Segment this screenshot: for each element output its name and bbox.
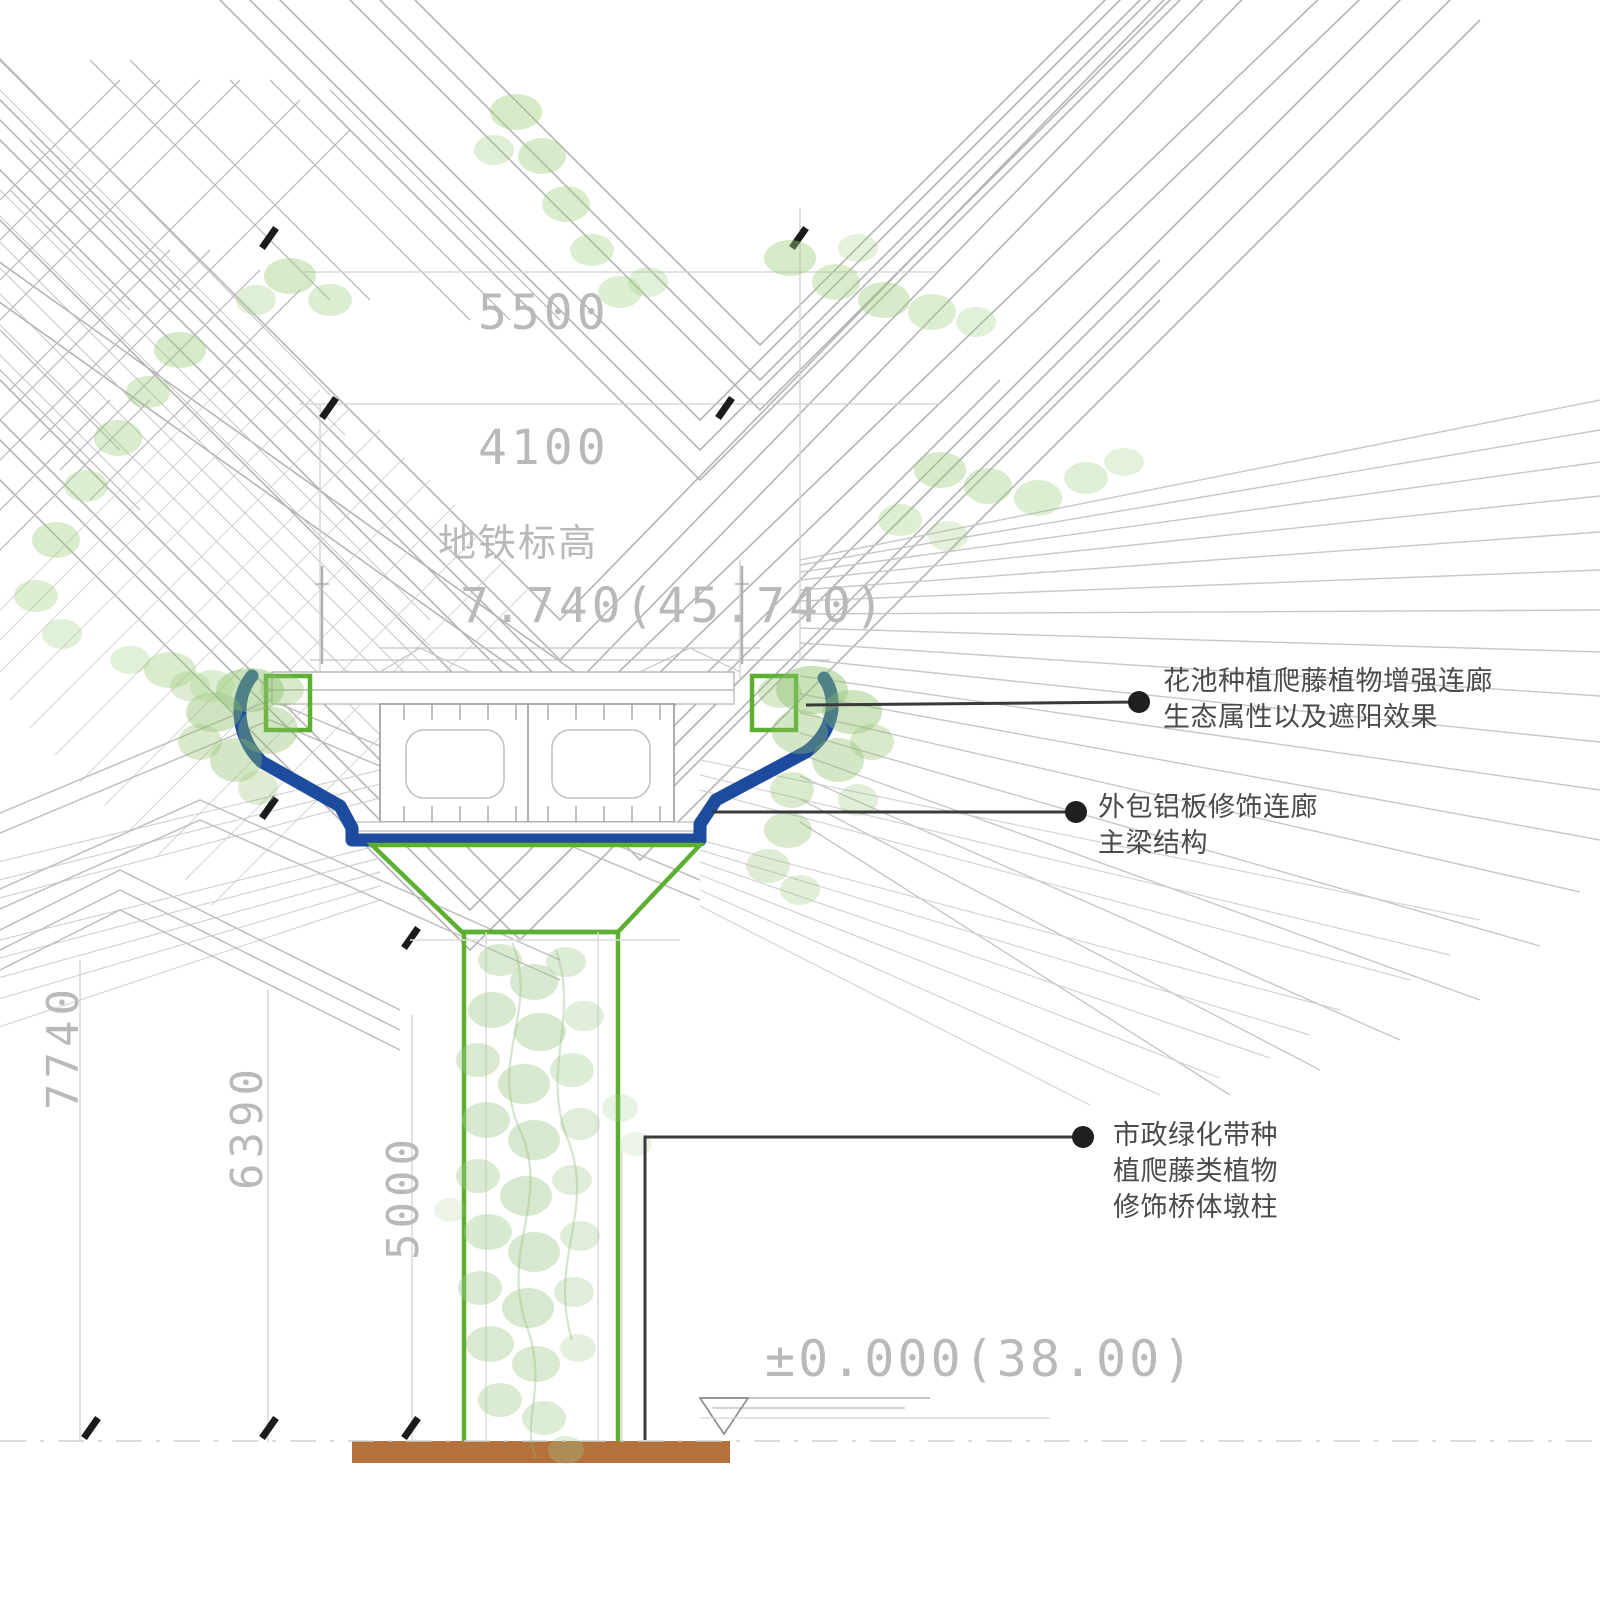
annotation-municipal-green-belt: 市政绿化带种 植爬藤类植物 修饰桥体墩柱 bbox=[1113, 1120, 1278, 1223]
leader-line-3 bbox=[643, 1135, 1083, 1440]
metro-elevation-value: 7.740(45.740) bbox=[460, 578, 888, 634]
metro-elevation-label: 地铁标高 bbox=[438, 521, 599, 565]
dimension-upper-lines bbox=[300, 208, 940, 680]
planter-box-highlight bbox=[263, 673, 799, 733]
column-climbing-vines bbox=[434, 941, 652, 1464]
vine-foliage bbox=[14, 94, 1144, 905]
canopy-right-lower-fan bbox=[699, 759, 1481, 1106]
dimension-extension-lines bbox=[79, 960, 623, 1442]
leader-dot-2 bbox=[1065, 801, 1087, 823]
dimension-label-4100: 4100 bbox=[478, 420, 610, 476]
vertical-dimension-6390: 6390 bbox=[222, 1064, 273, 1190]
lattice-panel-topleft bbox=[0, 59, 561, 551]
annotation-planter-vines: 花池种植爬藤植物增强连廊 生态属性以及遮阳效果 bbox=[1163, 666, 1493, 733]
elevation-marker-icon bbox=[698, 1397, 1050, 1436]
leader-dot-1 bbox=[1128, 691, 1150, 713]
aluminum-cladding-highlight bbox=[233, 669, 839, 847]
leader-line-1 bbox=[805, 700, 1140, 707]
dimension-label-5500: 5500 bbox=[478, 285, 610, 341]
annotation-aluminum-cladding: 外包铝板修饰连廊 主梁结构 bbox=[1098, 792, 1318, 859]
vertical-dimension-5000: 5000 bbox=[378, 1134, 429, 1260]
annotation-leader-dots bbox=[1065, 691, 1150, 1148]
dimension-ticks bbox=[81, 225, 809, 1441]
ground-strip bbox=[0, 1440, 1600, 1463]
leader-dot-3 bbox=[1072, 1126, 1094, 1148]
canopy-left-lower-fan bbox=[0, 769, 381, 1028]
annotation-leader-lines bbox=[643, 700, 1140, 1440]
canopy-right-fan bbox=[799, 399, 1600, 1096]
ground-elevation-label: ±0.000(38.00) bbox=[765, 1330, 1196, 1388]
vertical-dimension-7740: 7740 bbox=[38, 984, 89, 1110]
